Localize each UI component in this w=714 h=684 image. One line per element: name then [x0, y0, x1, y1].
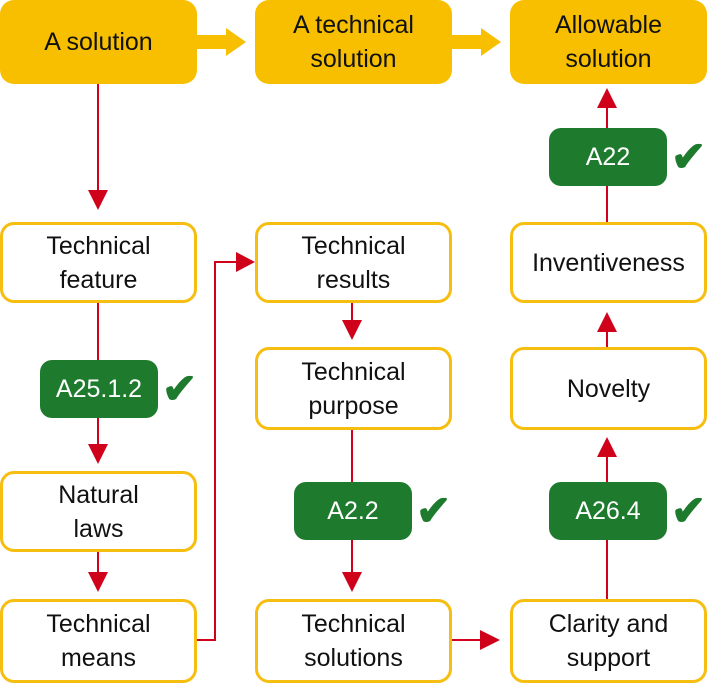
- arrowhead: [342, 572, 362, 592]
- arrowhead: [597, 312, 617, 332]
- node-a-solution: A solution: [0, 0, 197, 84]
- node-technical-solutions: Technical solutions: [255, 599, 452, 683]
- check-icon: ✔: [671, 133, 707, 180]
- arrowhead: [236, 252, 255, 272]
- node-natural-laws: Natural laws: [0, 471, 197, 552]
- node-technical-results: Technical results: [255, 222, 452, 303]
- check-icon: ✔: [671, 487, 707, 534]
- badge-a22: A22: [549, 128, 667, 186]
- badge-a26-4: A26.4: [549, 482, 667, 540]
- badge-a25-1-2: A25.1.2: [40, 360, 158, 418]
- node-clarity-and-support: Clarity and support: [510, 599, 707, 683]
- badge-a2-2: A2.2: [294, 482, 412, 540]
- node-technical-purpose: Technical purpose: [255, 347, 452, 430]
- arrowhead: [342, 320, 362, 340]
- arrowhead: [597, 88, 617, 108]
- check-icon: ✔: [162, 365, 198, 412]
- arrowhead: [88, 190, 108, 210]
- top-arrow-1: [197, 28, 246, 56]
- node-allowable-solution: Allowable solution: [510, 0, 707, 84]
- node-a-technical-solution: A technical solution: [255, 0, 452, 84]
- node-novelty: Novelty: [510, 347, 707, 430]
- arrowhead: [480, 630, 500, 650]
- arrowhead: [88, 572, 108, 592]
- arrowhead: [597, 437, 617, 457]
- node-technical-feature: Technical feature: [0, 222, 197, 303]
- node-technical-means: Technical means: [0, 599, 197, 683]
- arrow-means-to-results: [197, 261, 240, 641]
- check-icon: ✔: [416, 487, 452, 534]
- arrowhead: [88, 444, 108, 464]
- top-arrow-2: [452, 28, 501, 56]
- node-inventiveness: Inventiveness: [510, 222, 707, 303]
